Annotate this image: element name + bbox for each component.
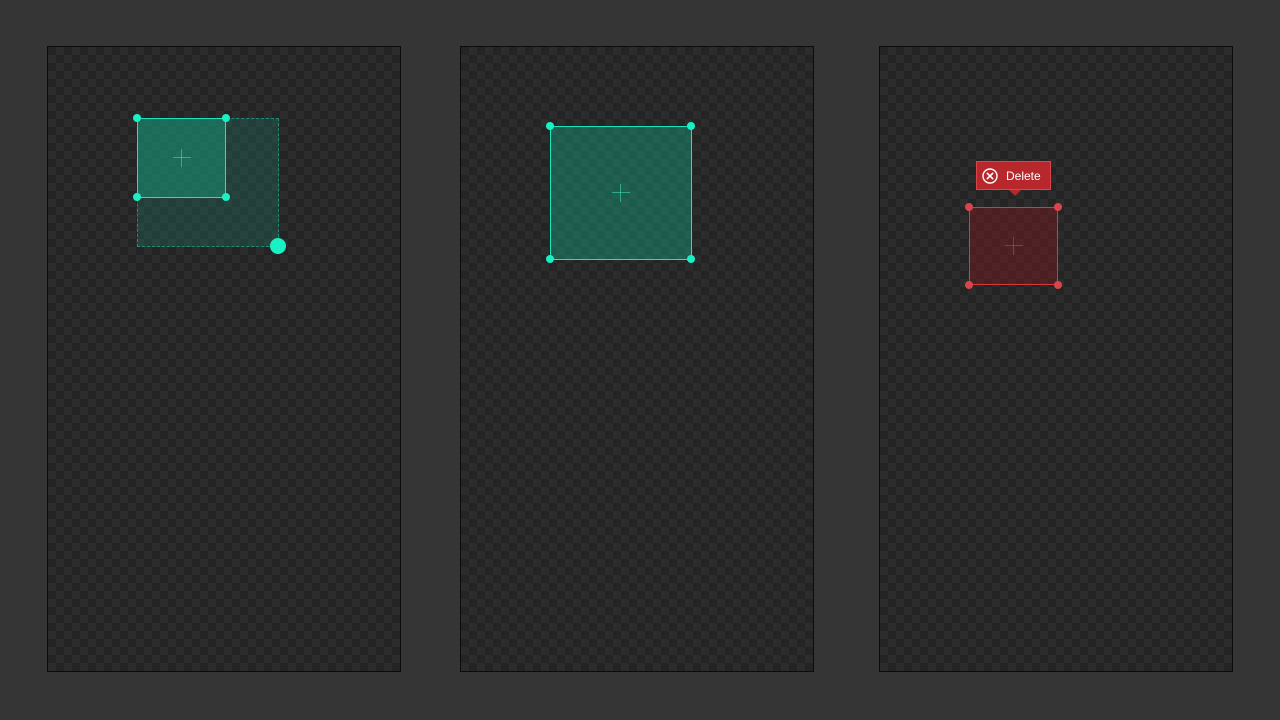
corner-handle-top-right[interactable] <box>222 114 230 122</box>
crosshair-icon <box>172 149 191 167</box>
corner-handle-top-right[interactable] <box>1054 203 1062 211</box>
selection-region[interactable] <box>137 118 226 198</box>
corner-handle-bottom-left[interactable] <box>965 281 973 289</box>
close-circle-icon <box>982 167 998 184</box>
corner-handle-top-right[interactable] <box>687 122 695 130</box>
selection-region[interactable] <box>969 207 1058 285</box>
resize-handle-icon[interactable] <box>270 238 286 254</box>
corner-handle-top-left[interactable] <box>965 203 973 211</box>
crosshair-icon <box>1004 237 1023 255</box>
corner-handle-bottom-right[interactable] <box>687 255 695 263</box>
delete-button[interactable]: Delete <box>976 161 1051 196</box>
canvas-panel-2[interactable] <box>460 46 814 672</box>
canvas-panel-3[interactable]: Delete <box>879 46 1233 672</box>
corner-handle-bottom-right[interactable] <box>222 193 230 201</box>
corner-handle-bottom-right[interactable] <box>1054 281 1062 289</box>
corner-handle-bottom-left[interactable] <box>133 193 141 201</box>
corner-handle-top-left[interactable] <box>133 114 141 122</box>
corner-handle-bottom-left[interactable] <box>546 255 554 263</box>
selection-region[interactable] <box>550 126 692 260</box>
resize-preview-region <box>137 118 279 247</box>
canvas-panel-1[interactable] <box>47 46 401 672</box>
corner-handle-top-left[interactable] <box>546 122 554 130</box>
delete-label: Delete <box>1006 168 1041 183</box>
crosshair-icon <box>612 184 630 202</box>
